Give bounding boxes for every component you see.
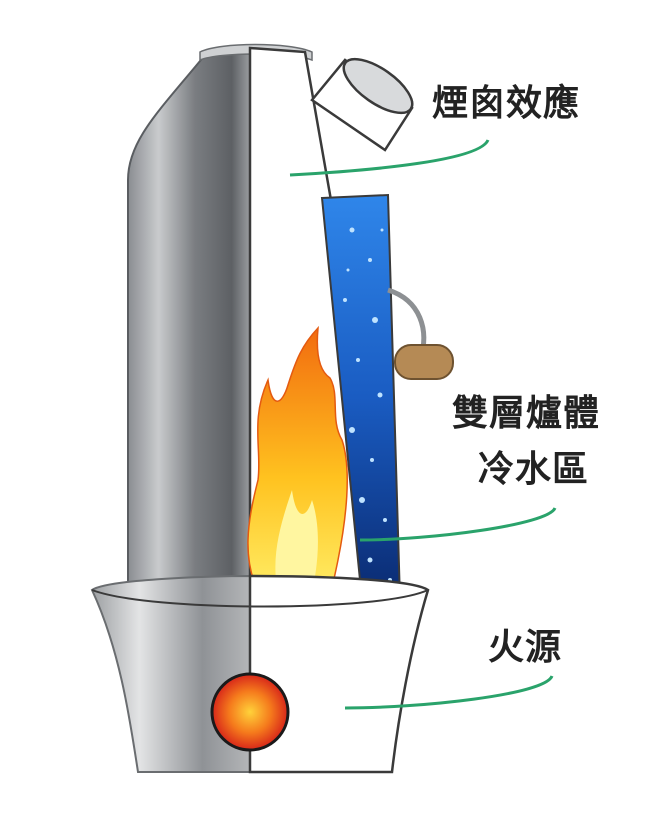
fire-base-steel xyxy=(90,574,251,773)
label-water-zone: 冷水區 xyxy=(478,449,590,490)
kettle-body-steel xyxy=(127,46,251,606)
flame-icon xyxy=(247,325,348,601)
leader-line-water xyxy=(359,507,557,542)
fire-ball-icon xyxy=(210,672,290,752)
label-double-wall: 雙層爐體 xyxy=(452,393,601,434)
leader-line-fire xyxy=(344,675,554,710)
label-fire-source: 火源 xyxy=(488,627,563,668)
right-handle-grip xyxy=(394,344,454,380)
label-chimney-effect: 煙囪效應 xyxy=(432,83,581,124)
spout xyxy=(310,57,414,152)
water-bubbles-icon xyxy=(343,227,392,582)
flame-inner xyxy=(275,490,318,600)
leader-line-chimney xyxy=(289,139,490,177)
fire-base-cutaway xyxy=(248,574,430,774)
fire-base-rim xyxy=(91,589,429,608)
